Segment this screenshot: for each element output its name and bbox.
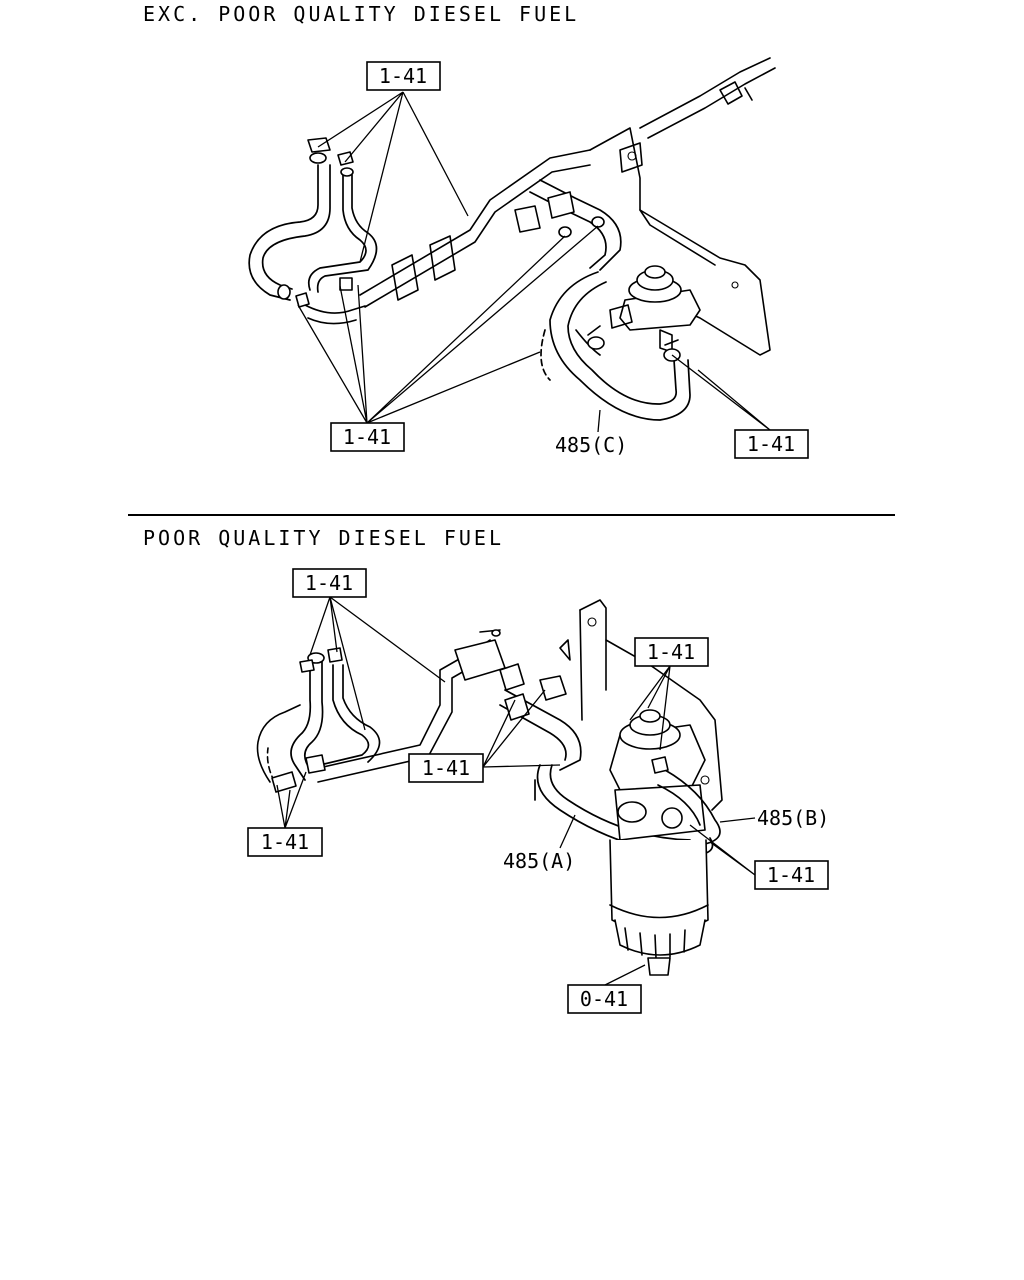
callout-upper-bottom-left: 1-41 — [330, 422, 405, 452]
part-label-485c: 485(C) — [555, 433, 627, 457]
callout-lower-right: 1-41 — [754, 860, 829, 890]
part-label-485b: 485(B) — [757, 806, 829, 830]
callout-upper-top: 1-41 — [366, 61, 441, 91]
callout-label: 1-41 — [422, 756, 470, 780]
callout-lower-middle: 1-41 — [408, 753, 484, 783]
upper-leader-lines — [297, 91, 771, 433]
lower-leader-lines — [276, 596, 756, 986]
callout-label: 1-41 — [261, 830, 309, 854]
callout-lower-left: 1-41 — [247, 827, 323, 857]
callout-label: 1-41 — [767, 863, 815, 887]
callout-label: 1-41 — [379, 64, 427, 88]
callout-label: 0-41 — [580, 987, 628, 1011]
callout-label: 1-41 — [305, 571, 353, 595]
callout-label: 1-41 — [647, 640, 695, 664]
callout-label: 1-41 — [343, 425, 391, 449]
part-label-485a: 485(A) — [503, 849, 575, 873]
section-heading-poor-quality: POOR QUALITY DIESEL FUEL — [143, 526, 504, 550]
section-heading-exc-poor-quality: EXC. POOR QUALITY DIESEL FUEL — [143, 2, 580, 26]
callout-lower-top-right: 1-41 — [634, 637, 709, 667]
callout-lower-top-left: 1-41 — [292, 568, 367, 598]
callout-label: 1-41 — [747, 432, 795, 456]
lower-fuel-line-assembly — [256, 599, 723, 976]
callout-lower-bottom: 0-41 — [567, 984, 642, 1014]
callout-upper-bottom-right: 1-41 — [734, 429, 809, 459]
upper-fuel-line-assembly — [248, 57, 776, 421]
